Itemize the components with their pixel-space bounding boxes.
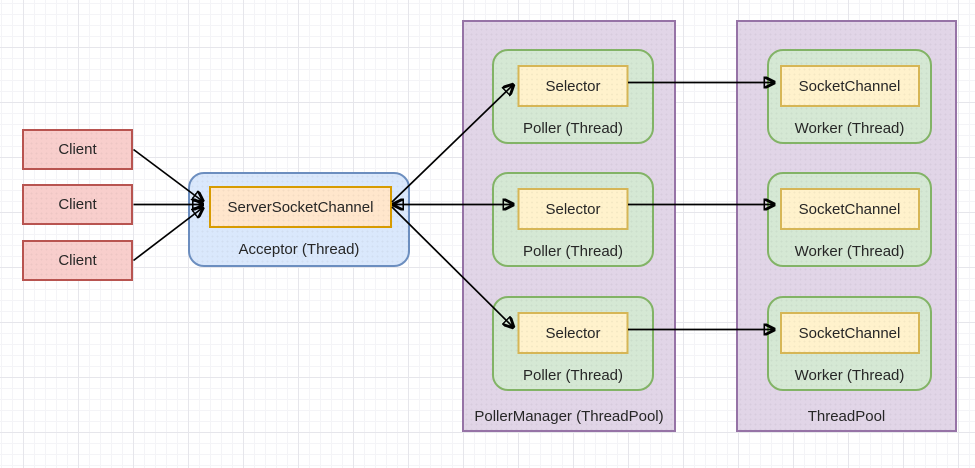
node-poller-thread-2[interactable]: Selector Poller (Thread)	[492, 172, 654, 267]
node-server-socket-channel[interactable]: ServerSocketChannel	[209, 186, 392, 228]
node-client-3[interactable]: Client	[22, 240, 133, 281]
container-poller-manager[interactable]: Selector Poller (Thread) Selector Poller…	[462, 20, 676, 432]
node-selector-2[interactable]: Selector	[517, 188, 629, 230]
node-worker-thread-1[interactable]: SocketChannel Worker (Thread)	[767, 49, 932, 144]
node-client-1[interactable]: Client	[22, 129, 133, 170]
poller-caption: Poller (Thread)	[522, 367, 624, 384]
worker-caption: Worker (Thread)	[794, 367, 905, 384]
node-poller-thread-1[interactable]: Selector Poller (Thread)	[492, 49, 654, 144]
node-selector-3[interactable]: Selector	[517, 312, 629, 354]
selector-label: Selector	[545, 324, 601, 342]
node-client-2[interactable]: Client	[22, 184, 133, 225]
selector-label: Selector	[545, 200, 601, 218]
acceptor-caption: Acceptor (Thread)	[238, 241, 360, 258]
node-worker-thread-3[interactable]: SocketChannel Worker (Thread)	[767, 296, 932, 391]
socket-channel-label: SocketChannel	[798, 77, 901, 95]
socket-channel-label: SocketChannel	[798, 324, 901, 342]
node-worker-thread-2[interactable]: SocketChannel Worker (Thread)	[767, 172, 932, 267]
node-acceptor-thread[interactable]: ServerSocketChannel Acceptor (Thread)	[188, 172, 410, 267]
node-socket-channel-1[interactable]: SocketChannel	[779, 65, 920, 107]
client-label: Client	[58, 196, 97, 213]
poller-manager-caption: PollerManager (ThreadPool)	[474, 408, 664, 425]
node-socket-channel-2[interactable]: SocketChannel	[779, 188, 920, 230]
client-label: Client	[58, 141, 97, 158]
poller-caption: Poller (Thread)	[522, 120, 624, 137]
node-poller-thread-3[interactable]: Selector Poller (Thread)	[492, 296, 654, 391]
container-thread-pool[interactable]: SocketChannel Worker (Thread) SocketChan…	[736, 20, 957, 432]
poller-caption: Poller (Thread)	[522, 243, 624, 260]
selector-label: Selector	[545, 77, 601, 95]
worker-caption: Worker (Thread)	[794, 120, 905, 137]
socket-channel-label: SocketChannel	[798, 200, 901, 218]
client-label: Client	[58, 252, 97, 269]
thread-pool-caption: ThreadPool	[807, 408, 886, 425]
worker-caption: Worker (Thread)	[794, 243, 905, 260]
node-selector-1[interactable]: Selector	[517, 65, 629, 107]
node-socket-channel-3[interactable]: SocketChannel	[779, 312, 920, 354]
server-socket-channel-label: ServerSocketChannel	[227, 198, 374, 216]
